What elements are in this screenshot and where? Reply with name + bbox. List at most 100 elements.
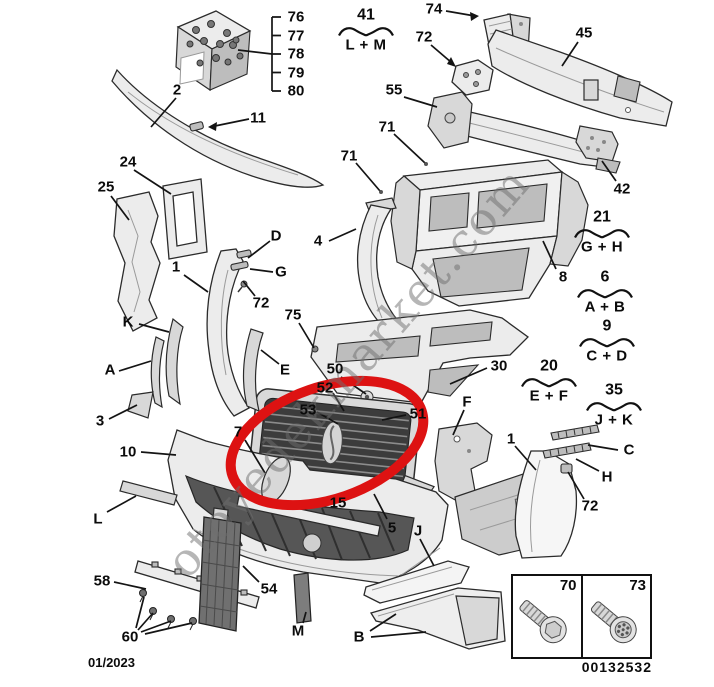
label-1-left: 1 bbox=[171, 258, 181, 276]
label-72-top: 72 bbox=[415, 28, 433, 46]
label-76: 76 bbox=[287, 8, 305, 26]
label-74: 74 bbox=[425, 0, 443, 18]
label-72-right: 72 bbox=[581, 497, 599, 515]
group-label-9: 9 C + D bbox=[579, 318, 635, 365]
part-F-bracket bbox=[434, 422, 493, 502]
hex-flange-screw-icon bbox=[519, 600, 567, 644]
date-stamp: 01/2023 bbox=[88, 655, 135, 670]
group-20-number: 20 bbox=[540, 357, 558, 375]
part-54-plate-bracket bbox=[198, 507, 242, 632]
part-L-strip bbox=[119, 480, 178, 506]
part-J-sill bbox=[363, 560, 470, 604]
label-15: 15 bbox=[329, 494, 347, 512]
group-21-combo: G + H bbox=[580, 238, 624, 256]
part-1-left-pillar bbox=[206, 248, 250, 417]
label-54: 54 bbox=[260, 580, 278, 598]
part-K-blade bbox=[165, 317, 184, 406]
brace-icon bbox=[577, 289, 633, 299]
label-F: F bbox=[462, 393, 472, 411]
part-A-blade bbox=[150, 336, 165, 409]
label-78: 78 bbox=[287, 45, 305, 63]
label-10: 10 bbox=[119, 443, 137, 461]
label-2: 2 bbox=[172, 81, 182, 99]
brace-icon bbox=[338, 27, 394, 37]
legend-number-73: 73 bbox=[629, 577, 646, 594]
label-7: 7 bbox=[233, 423, 243, 441]
parts-D-G-72-clips bbox=[230, 249, 252, 293]
label-72-left: 72 bbox=[252, 294, 270, 312]
part-42-bracket bbox=[575, 125, 621, 174]
part-30-support bbox=[310, 309, 529, 404]
callout-bracket-76-80 bbox=[271, 16, 281, 92]
label-11: 11 bbox=[250, 109, 266, 127]
label-53: 53 bbox=[299, 401, 317, 419]
leader-lines bbox=[106, 10, 619, 638]
group-label-35: 35 J + K bbox=[586, 381, 642, 429]
brace-icon bbox=[586, 402, 642, 412]
label-77: 77 bbox=[287, 27, 305, 45]
group-20-combo: E + F bbox=[529, 387, 569, 405]
label-D: D bbox=[270, 227, 282, 245]
group-35-combo: J + K bbox=[594, 411, 634, 429]
torx-flange-screw-icon bbox=[590, 601, 637, 644]
label-71-a: 71 bbox=[378, 118, 396, 136]
label-30: 30 bbox=[490, 357, 508, 375]
part-H-comb bbox=[542, 442, 592, 459]
group-35-number: 35 bbox=[605, 381, 623, 399]
group-label-41: 41 L + M bbox=[338, 6, 394, 54]
part-5-grille bbox=[248, 388, 436, 505]
group-9-combo: C + D bbox=[586, 347, 628, 365]
label-50: 50 bbox=[326, 360, 344, 378]
label-55: 55 bbox=[385, 81, 403, 99]
label-J: J bbox=[413, 522, 423, 540]
part-8-front-panel bbox=[390, 159, 589, 307]
label-25: 25 bbox=[97, 178, 115, 196]
label-24: 24 bbox=[119, 153, 137, 171]
brace-icon bbox=[574, 229, 630, 239]
label-1-right: 1 bbox=[506, 430, 516, 448]
part-72-top-bracket bbox=[451, 59, 494, 96]
part-24-frame bbox=[162, 178, 208, 260]
group-41-number: 41 bbox=[357, 6, 375, 24]
group-6-combo: A + B bbox=[584, 298, 626, 316]
label-8: 8 bbox=[558, 268, 568, 286]
label-58: 58 bbox=[93, 572, 111, 590]
label-A: A bbox=[104, 361, 116, 379]
group-label-6: 6 A + B bbox=[577, 268, 633, 316]
label-M: M bbox=[291, 622, 305, 640]
label-3: 3 bbox=[95, 412, 105, 430]
part-1-right-corner bbox=[454, 450, 578, 559]
group-label-21: 21 G + H bbox=[574, 208, 630, 256]
group-21-number: 21 bbox=[593, 208, 611, 226]
brace-icon bbox=[521, 378, 577, 388]
legend-number-70: 70 bbox=[559, 577, 577, 594]
group-41-combo: L + M bbox=[345, 36, 387, 54]
label-79: 79 bbox=[287, 64, 305, 82]
label-52: 52 bbox=[316, 379, 334, 397]
brace-icon bbox=[579, 338, 635, 348]
part-45-beam bbox=[487, 29, 673, 127]
label-B: B bbox=[353, 628, 365, 646]
part-72-right-clip bbox=[560, 463, 573, 474]
part-C-comb bbox=[550, 424, 600, 441]
label-H: H bbox=[601, 468, 613, 486]
label-71-b: 71 bbox=[340, 147, 358, 165]
label-45: 45 bbox=[575, 24, 593, 42]
label-60: 60 bbox=[121, 628, 139, 646]
label-G: G bbox=[275, 263, 287, 281]
part-B-sill bbox=[369, 587, 506, 650]
label-42: 42 bbox=[613, 180, 631, 198]
part-11-clip bbox=[189, 121, 204, 132]
label-L: L bbox=[93, 510, 103, 528]
label-E: E bbox=[279, 361, 291, 379]
group-6-number: 6 bbox=[600, 268, 610, 286]
label-75: 75 bbox=[284, 306, 302, 324]
label-51: 51 bbox=[409, 405, 427, 423]
highlight-ellipse bbox=[225, 375, 429, 511]
label-80: 80 bbox=[287, 82, 305, 100]
legend-cell-73: 73 bbox=[583, 576, 651, 657]
legend-box: 70 73 bbox=[511, 574, 652, 659]
part-3-blade bbox=[127, 391, 154, 419]
